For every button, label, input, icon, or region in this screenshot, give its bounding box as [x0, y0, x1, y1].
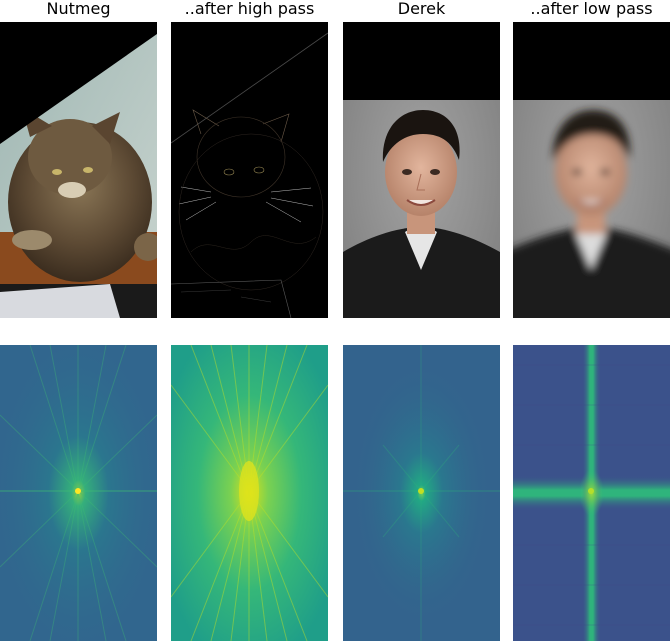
derek-image: [343, 22, 500, 318]
nutmeg-image: [0, 22, 157, 318]
derek-spectrum: [343, 345, 500, 641]
title-derek: Derek: [397, 0, 446, 18]
nutmeg-high-pass-image: [171, 22, 328, 318]
title-after-low-pass: ..after low pass: [530, 0, 653, 18]
derek-low-pass-image: [513, 22, 670, 318]
title-nutmeg: Nutmeg: [46, 0, 111, 18]
title-after-high-pass: ..after high pass: [184, 0, 315, 18]
low-pass-spectrum: [513, 345, 670, 641]
nutmeg-spectrum: [0, 345, 157, 641]
high-pass-spectrum: [171, 345, 328, 641]
